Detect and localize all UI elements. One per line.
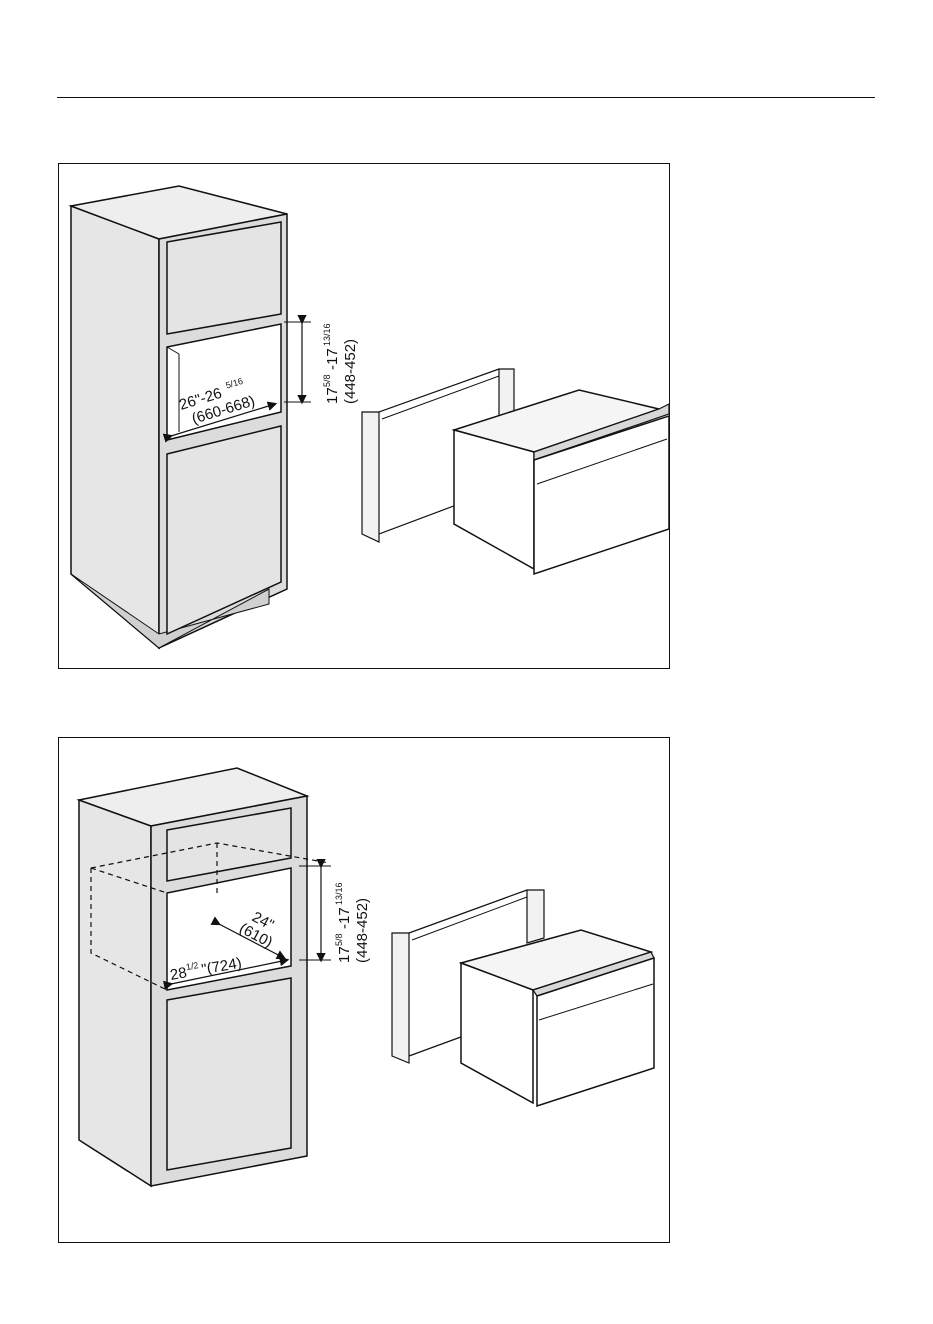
wall-cabinet-drawing: 24" (610) 28 1/2 "(724) 17 5/8 -17 13/16… [59,738,669,1242]
figure-tall-cabinet: 26"-26 5/16 (660-668) 17 5/8 -17 13/16 (… [58,163,670,669]
height-inches-a-label: 17 [324,387,341,404]
appliance-drawing [454,390,669,574]
tall-cabinet-drawing: 26"-26 5/16 (660-668) 17 5/8 -17 13/16 (… [59,164,669,668]
appliance-drawing [461,930,654,1106]
height2-inches-b-label: -17 [336,907,353,929]
figure-wall-cabinet: 24" (610) 28 1/2 "(724) 17 5/8 -17 13/16… [58,737,670,1243]
height-inches-b-label: -17 [324,348,341,370]
height2-mm-label: (448-452) [354,898,371,963]
width2-fraction-label: 1/2 [185,960,199,972]
height-frac-b-label: 13/16 [322,323,332,346]
height2-frac-a-label: 5/8 [334,933,344,946]
height-frac-a-label: 5/8 [322,374,332,387]
height2-frac-b-label: 13/16 [334,882,344,905]
height2-inches-a-label: 17 [336,946,353,963]
height-mm-label: (448-452) [342,339,359,404]
header-rule [57,97,875,98]
